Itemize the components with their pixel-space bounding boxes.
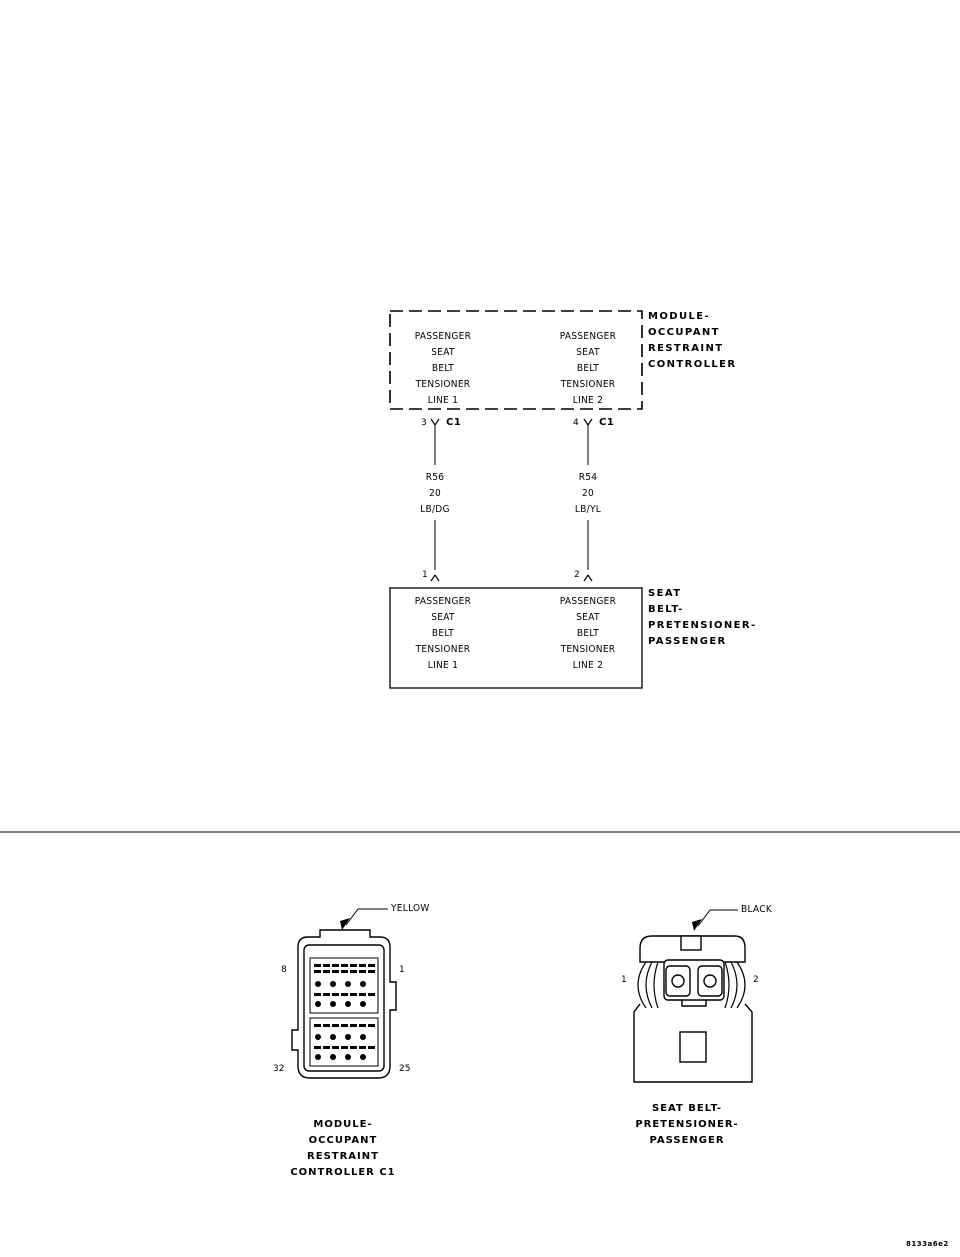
seatbelt-col2-line: PASSENGER: [559, 596, 617, 607]
c1-pin3-symbol: [430, 418, 440, 426]
connector-right-pin-1: 1: [621, 975, 627, 985]
connector-left-pin-8: 8: [281, 965, 287, 975]
c1-label-left: C1: [446, 417, 462, 428]
module-col2-line: TENSIONER: [560, 379, 616, 390]
module-col1-line: SEAT: [431, 347, 455, 358]
seatbelt-pin1-symbol: [430, 574, 440, 582]
module-col2-line: BELT: [576, 363, 600, 374]
connector-right-caption-line: PASSENGER: [649, 1135, 725, 1146]
seatbelt-col2-text: PASSENGER SEAT BELT TENSIONER LINE 2: [543, 594, 633, 674]
connector-left-caption-line: OCCUPANT: [308, 1135, 378, 1146]
pin-1-label: 1: [422, 570, 428, 580]
seatbelt-col1-line: LINE 1: [427, 660, 459, 671]
seatbelt-label: SEAT BELT- PRETENSIONER- PASSENGER: [648, 586, 798, 650]
connector-left-caption-line: RESTRAINT: [307, 1151, 379, 1162]
seatbelt-label-line: SEAT: [648, 588, 682, 599]
seatbelt-col1-line: SEAT: [431, 612, 455, 623]
c1-pin4-symbol: [583, 418, 593, 426]
wire-circuit: R56: [425, 472, 445, 483]
seatbelt-col2-line: TENSIONER: [560, 644, 616, 655]
module-c1-cavity-grid: [314, 964, 375, 1060]
connector-right-color-label: BLACK: [741, 904, 773, 915]
seatbelt-col1-line: BELT: [431, 628, 455, 639]
connector-left-pin-25: 25: [399, 1064, 411, 1074]
seatbelt-col2-line: SEAT: [576, 612, 600, 623]
module-col1-line: TENSIONER: [415, 379, 471, 390]
module-c1-connector-drawing: [291, 908, 397, 1079]
wire-color: LB/YL: [574, 504, 602, 515]
connector-left-caption: MODULE- OCCUPANT RESTRAINT CONTROLLER C1: [268, 1117, 418, 1181]
seatbelt-label-line: PRETENSIONER-: [648, 620, 757, 631]
pretensioner-connector-drawing: [633, 909, 753, 1083]
wire-circuit: R54: [578, 472, 598, 483]
seatbelt-col1-text: PASSENGER SEAT BELT TENSIONER LINE 1: [398, 594, 488, 674]
module-col1-line: LINE 1: [427, 395, 459, 406]
module-col2-line: SEAT: [576, 347, 600, 358]
module-col1-text: PASSENGER SEAT BELT TENSIONER LINE 1: [398, 329, 488, 409]
figure-id: 8133a6e2: [906, 1240, 949, 1248]
module-col2-line: LINE 2: [572, 395, 604, 406]
seatbelt-label-line: PASSENGER: [648, 636, 727, 647]
module-col1-line: BELT: [431, 363, 455, 374]
wire-gauge: 20: [428, 488, 442, 499]
module-col1-line: PASSENGER: [414, 331, 472, 342]
connector-right-caption-line: PRETENSIONER-: [635, 1119, 739, 1130]
pin-3-label: 3: [421, 418, 427, 428]
module-label-line: OCCUPANT: [648, 327, 720, 338]
connector-right-caption: SEAT BELT- PRETENSIONER- PASSENGER: [612, 1101, 762, 1149]
wire-r54-label: R54 20 LB/YL: [558, 470, 618, 518]
seatbelt-col2-line: BELT: [576, 628, 600, 639]
seatbelt-box-outline: [389, 587, 643, 689]
connector-left-pin-1: 1: [399, 965, 405, 975]
module-label-line: CONTROLLER: [648, 359, 737, 370]
connector-left-color-label: YELLOW: [391, 903, 430, 914]
connector-left-pin-32: 32: [273, 1064, 285, 1074]
module-col2-text: PASSENGER SEAT BELT TENSIONER LINE 2: [543, 329, 633, 409]
module-box-outline: [389, 310, 643, 410]
seatbelt-pin2-symbol: [583, 574, 593, 582]
module-label-line: MODULE-: [648, 311, 711, 322]
module-label: MODULE- OCCUPANT RESTRAINT CONTROLLER: [648, 309, 788, 373]
seatbelt-col2-line: LINE 2: [572, 660, 604, 671]
module-label-line: RESTRAINT: [648, 343, 724, 354]
connector-right-caption-line: SEAT BELT-: [652, 1103, 722, 1114]
wire-color: LB/DG: [420, 504, 450, 515]
module-col2-line: PASSENGER: [559, 331, 617, 342]
seatbelt-col1-line: TENSIONER: [415, 644, 471, 655]
pin-2-label: 2: [574, 570, 580, 580]
seatbelt-col1-line: PASSENGER: [414, 596, 472, 607]
pin-4-label: 4: [573, 418, 579, 428]
connector-left-caption-line: MODULE-: [313, 1119, 373, 1130]
c1-label-right: C1: [599, 417, 615, 428]
wire-gauge: 20: [581, 488, 595, 499]
connector-left-caption-line: CONTROLLER C1: [290, 1167, 396, 1178]
seatbelt-label-line: BELT-: [648, 604, 684, 615]
wire-r56-label: R56 20 LB/DG: [405, 470, 465, 518]
connector-right-pin-2: 2: [753, 975, 759, 985]
